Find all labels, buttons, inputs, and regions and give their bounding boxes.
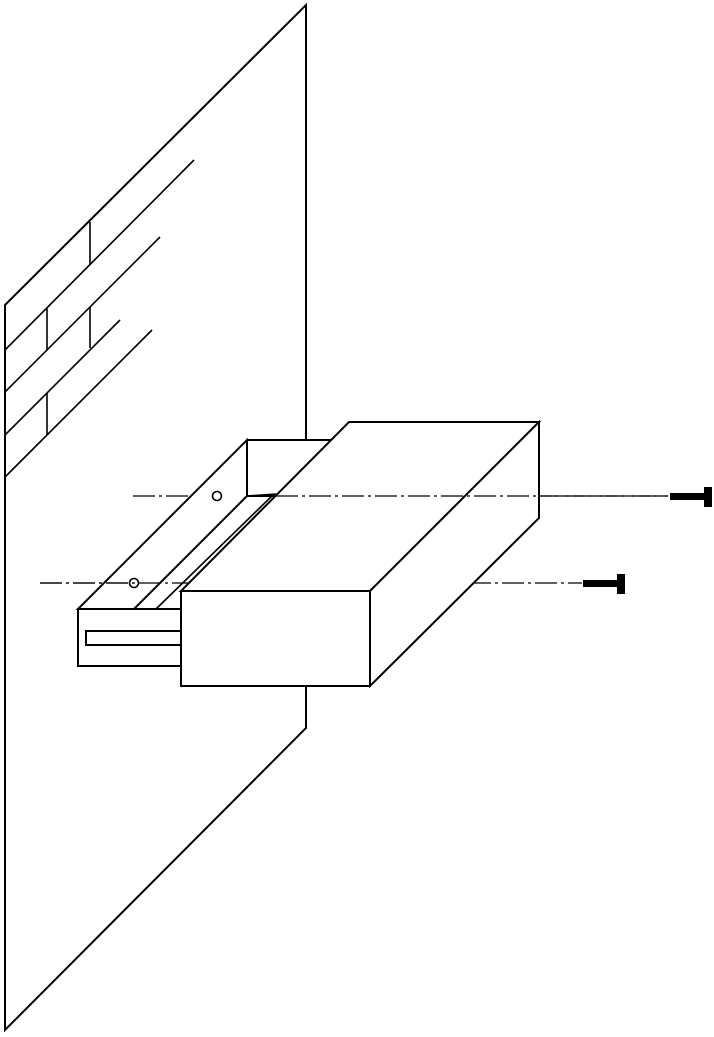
brick-course-line: [4, 329, 153, 478]
screw-shank: [670, 493, 706, 500]
brick-course-line: [4, 159, 195, 351]
screw-head: [617, 574, 625, 594]
housing-floor-edge: [133, 495, 248, 610]
housing-groove-line: [155, 493, 275, 610]
screws: [583, 487, 712, 594]
housing-groove-cap: [246, 493, 277, 497]
solid-block: [40, 419, 668, 689]
brick-course-line: [4, 319, 121, 436]
screw-shank: [583, 580, 619, 587]
brick-pattern: [4, 159, 195, 478]
upper-screw-icon: [670, 487, 712, 507]
lower-screw-icon: [583, 574, 625, 594]
screw-head: [704, 487, 712, 507]
upper-hole: [211, 490, 223, 502]
block-front-face: [180, 590, 371, 687]
open-housing: [75, 437, 331, 667]
brick-course-line: [4, 236, 161, 393]
housing-slot: [85, 630, 183, 646]
